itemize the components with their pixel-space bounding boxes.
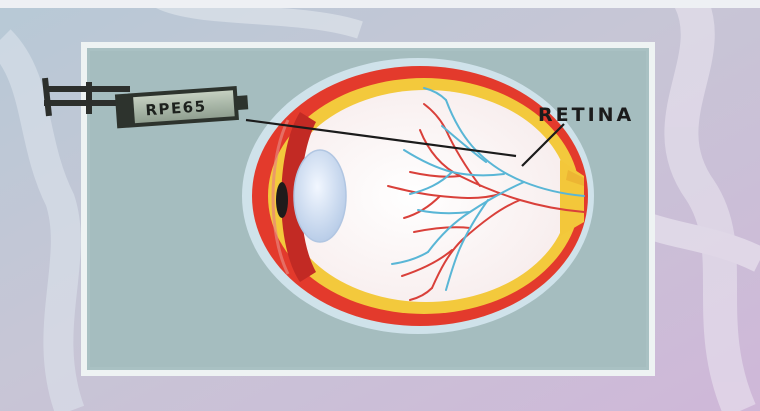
pupil: [276, 182, 288, 218]
lens: [294, 150, 346, 242]
eyeball: [242, 58, 594, 334]
retina-label: RETINA: [538, 104, 634, 126]
